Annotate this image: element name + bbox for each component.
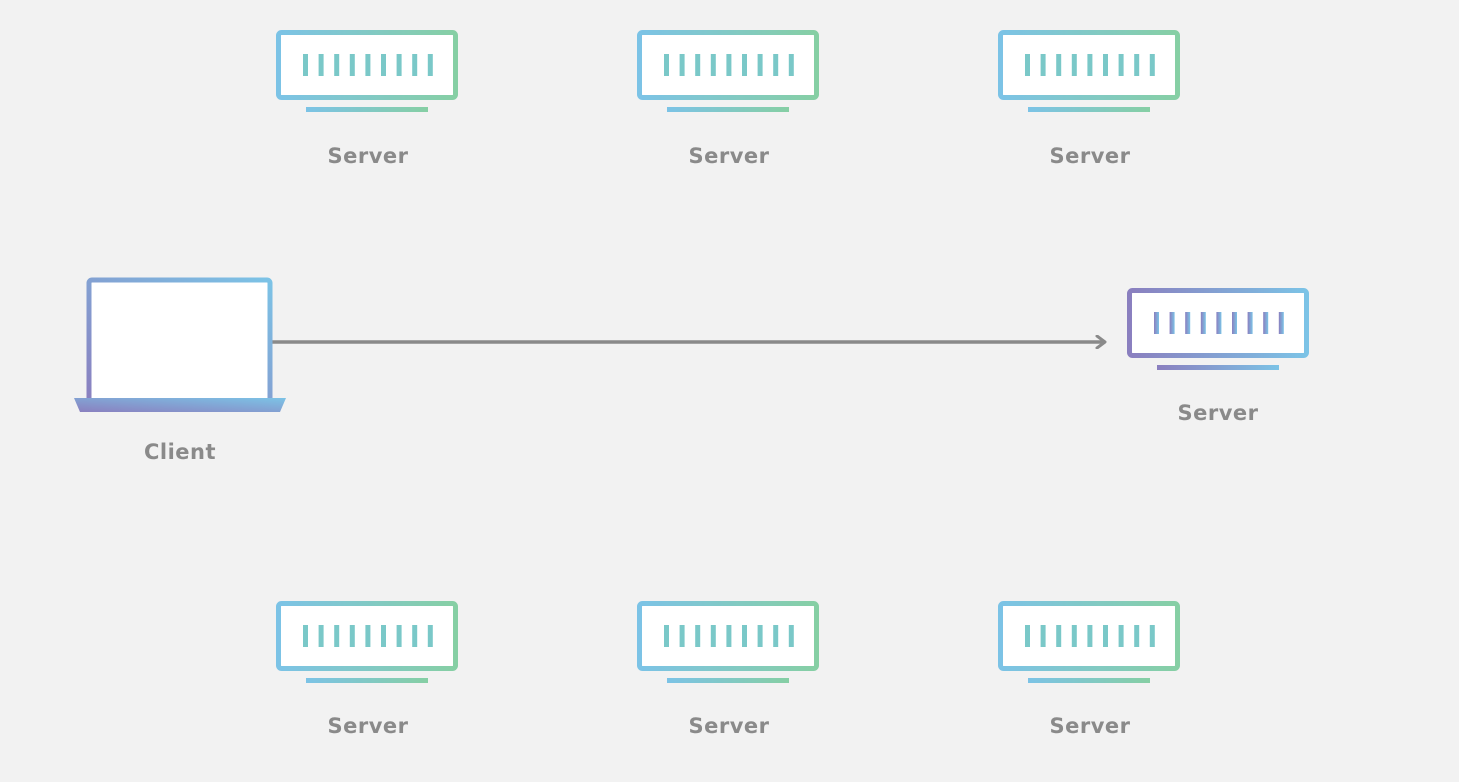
server-slot [1200, 312, 1206, 334]
server-slot [788, 625, 794, 647]
server-slot [412, 625, 418, 647]
server-slot [1154, 312, 1159, 334]
server-slot [1278, 312, 1284, 334]
server-slot [788, 54, 794, 76]
server-icon [637, 601, 819, 683]
server-slot [427, 625, 433, 647]
server-slot [710, 625, 716, 647]
server-slot [1263, 312, 1269, 334]
server-slot [334, 54, 340, 76]
server-stand [667, 107, 789, 112]
server-slot [412, 54, 418, 76]
server-slot [303, 54, 308, 76]
server-slot [381, 54, 386, 76]
server-slot [1134, 54, 1140, 76]
server-slot [664, 625, 669, 647]
server-slot [1103, 625, 1108, 647]
server-slot [1071, 625, 1077, 647]
server-icon [637, 30, 819, 112]
server-slot [695, 625, 701, 647]
server-icon [998, 30, 1180, 112]
server-slot [1118, 625, 1124, 647]
server-slot [757, 625, 763, 647]
server-slot [1118, 54, 1124, 76]
server-slot [695, 54, 701, 76]
server-slot [318, 54, 324, 76]
server-slot [1040, 625, 1046, 647]
server-slot [1025, 625, 1030, 647]
server-slot [334, 625, 340, 647]
top-server-3-label: Server [1049, 144, 1131, 168]
server-slot [349, 54, 355, 76]
server-slot [1169, 312, 1175, 334]
server-stand [306, 678, 428, 683]
target-server-label: Server [1177, 401, 1259, 425]
server-slot [1149, 54, 1155, 76]
server-slot [726, 54, 732, 76]
server-slot [381, 625, 386, 647]
server-slot [1025, 54, 1030, 76]
server-slot [742, 54, 747, 76]
server-slot [773, 54, 779, 76]
server-slot [396, 54, 402, 76]
server-slot [365, 625, 371, 647]
server-slot [664, 54, 669, 76]
server-slot [1056, 54, 1062, 76]
server-slot [710, 54, 716, 76]
server-icon [998, 601, 1180, 683]
server-slot [1134, 625, 1140, 647]
server-slot [1087, 625, 1093, 647]
server-slot [1247, 312, 1253, 334]
server-slot [1056, 625, 1062, 647]
server-slot [1185, 312, 1191, 334]
server-stand [1028, 107, 1150, 112]
bottom-server-3-label: Server [1049, 714, 1131, 738]
bottom-server-1-label: Server [327, 714, 409, 738]
bottom-server-2-label: Server [688, 714, 770, 738]
laptop-icon [74, 277, 286, 412]
server-icon [276, 30, 458, 112]
server-slot [773, 625, 779, 647]
client-label: Client [143, 440, 217, 464]
server-slot [1103, 54, 1108, 76]
server-slot [396, 625, 402, 647]
top-server-1-label: Server [327, 144, 409, 168]
server-slot [1071, 54, 1077, 76]
server-slot [349, 625, 355, 647]
server-icon [276, 601, 458, 683]
top-server-2-label: Server [688, 144, 770, 168]
server-stand [1028, 678, 1150, 683]
server-slot [1040, 54, 1046, 76]
server-slot [726, 625, 732, 647]
server-slot [679, 625, 685, 647]
server-slot [757, 54, 763, 76]
server-slot [318, 625, 324, 647]
server-icon [1127, 288, 1309, 370]
server-slot [1232, 312, 1237, 334]
server-slot [1216, 312, 1222, 334]
server-slot [303, 625, 308, 647]
server-slot [742, 625, 747, 647]
server-slot [365, 54, 371, 76]
server-stand [1157, 365, 1279, 370]
server-stand [667, 678, 789, 683]
server-stand [306, 107, 428, 112]
server-slot [427, 54, 433, 76]
server-slot [1149, 625, 1155, 647]
server-slot [679, 54, 685, 76]
server-slot [1087, 54, 1093, 76]
